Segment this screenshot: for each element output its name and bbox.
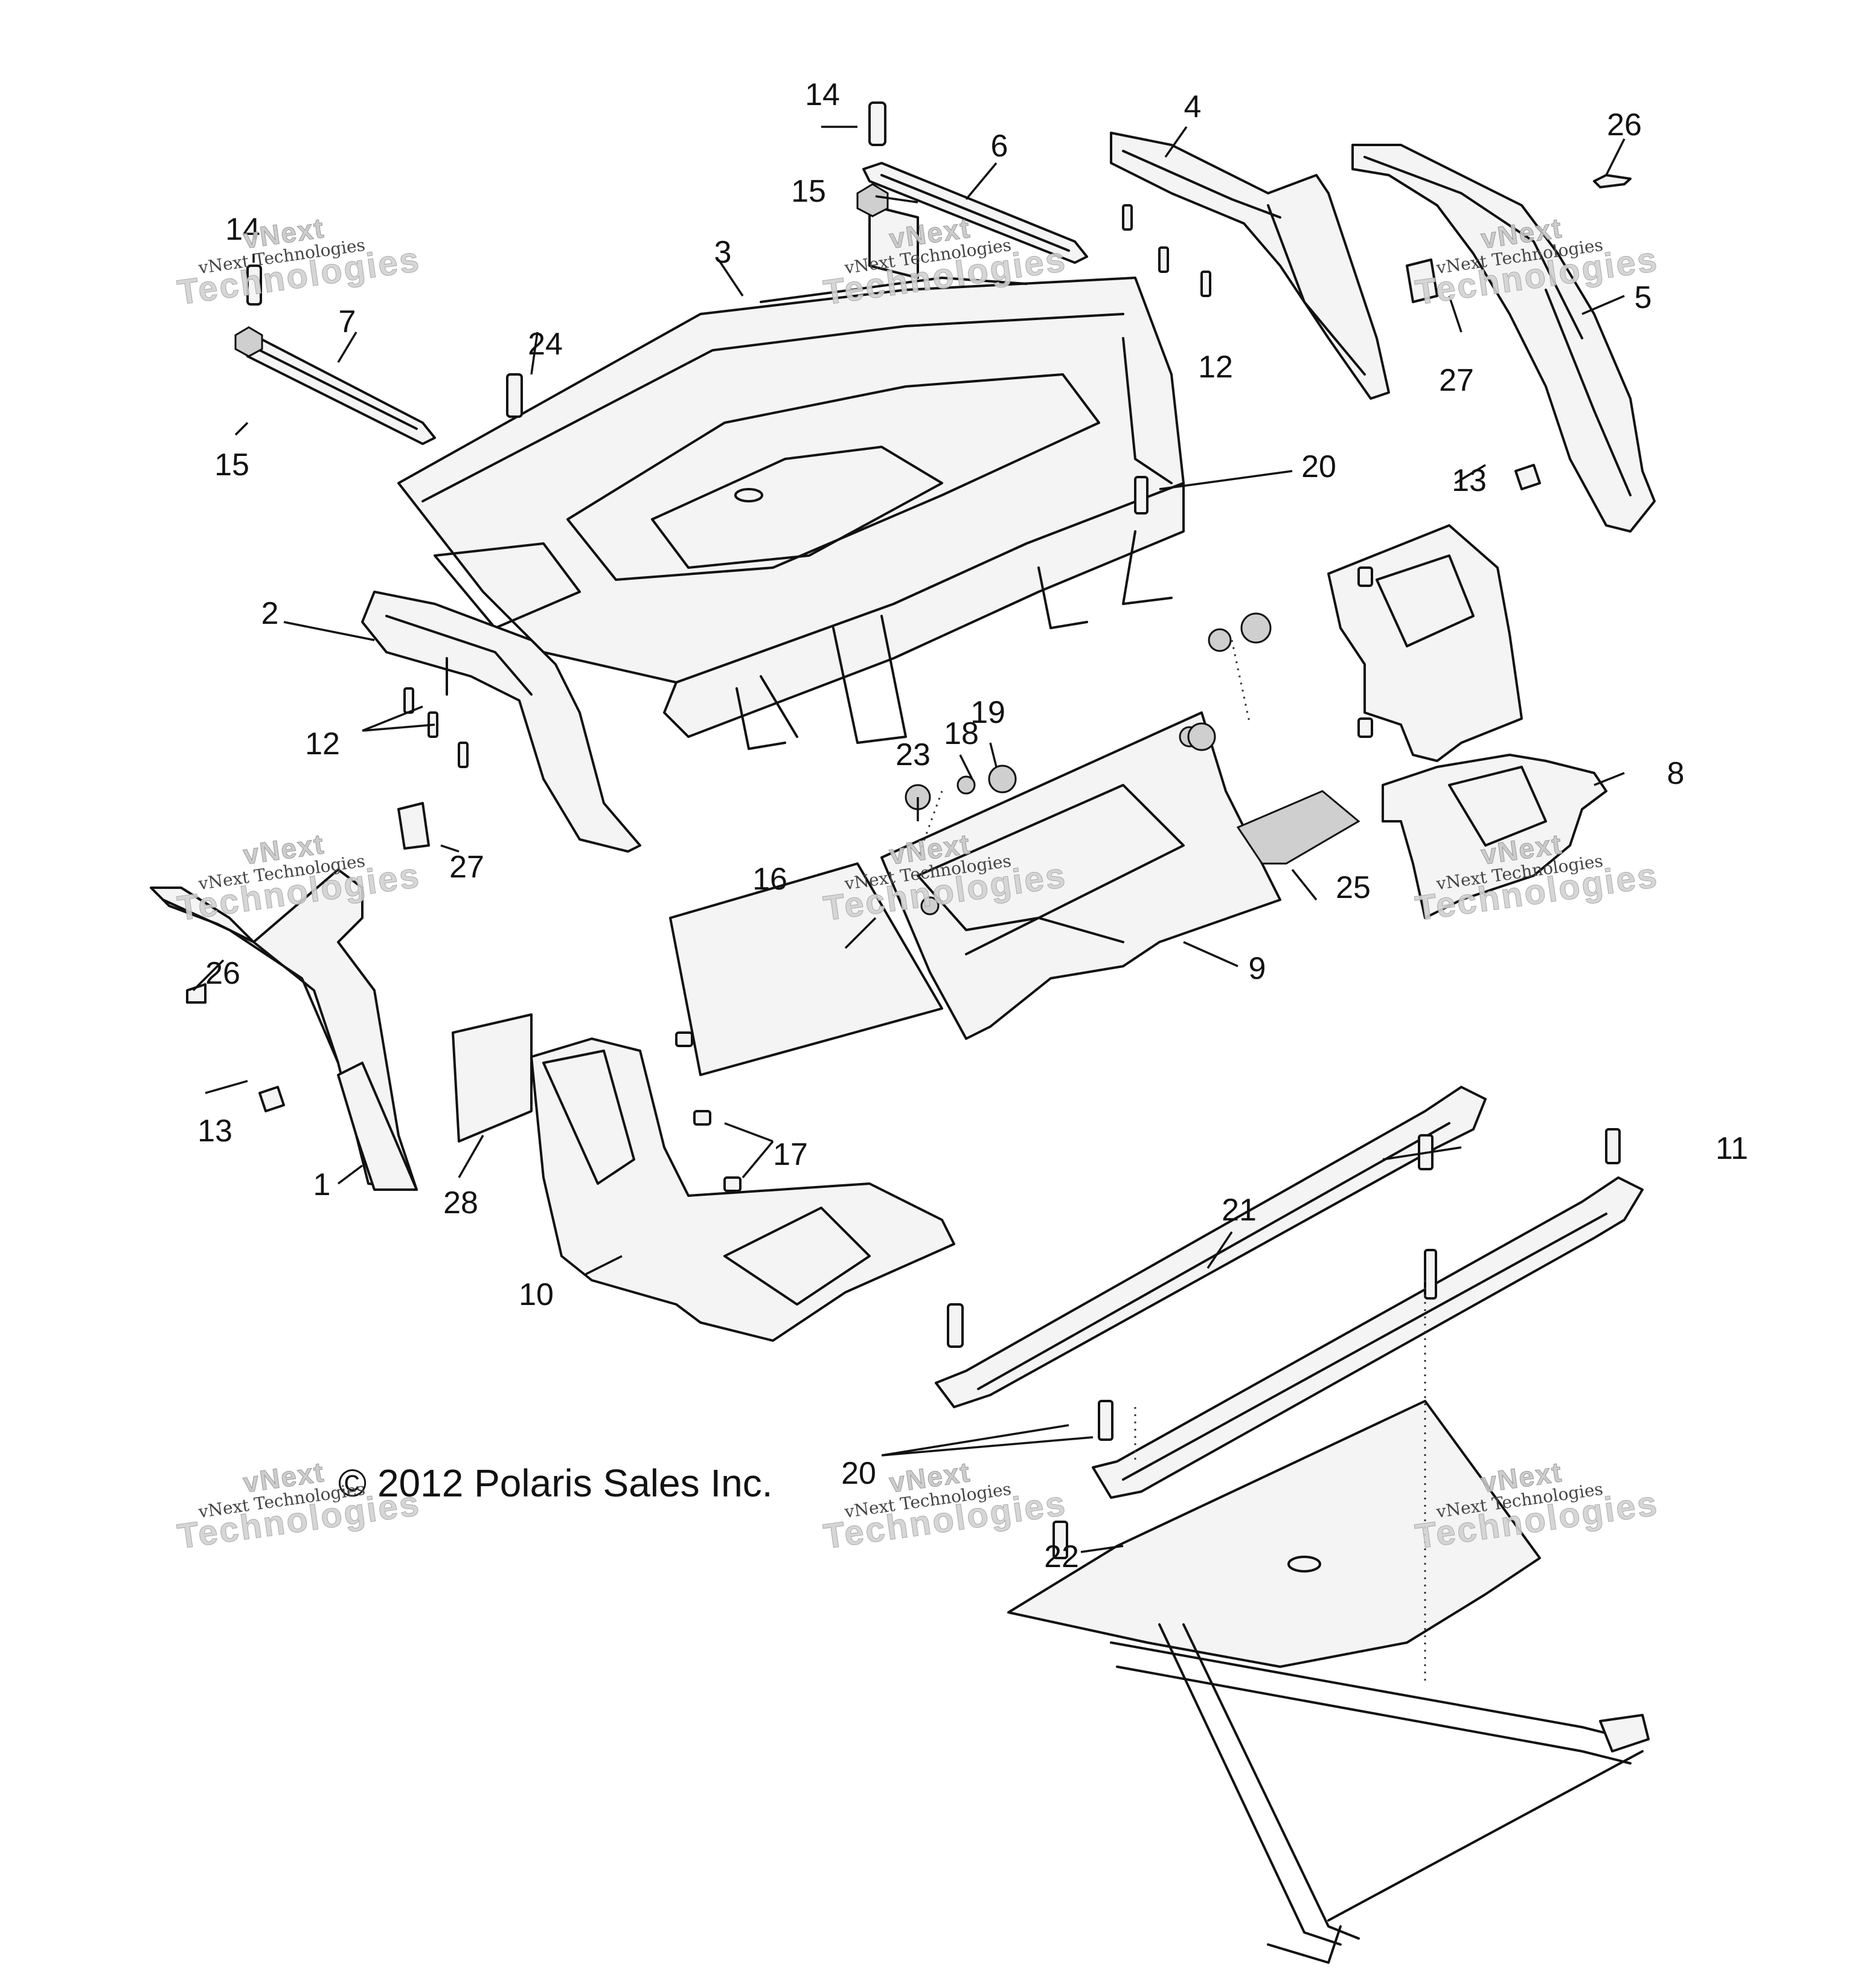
part-4-right-upper-panel xyxy=(1110,132,1390,400)
part-1-left-fender xyxy=(150,868,418,1191)
part-22-floor-panel xyxy=(1007,1400,1541,1668)
callout-5: 5 xyxy=(1634,280,1652,315)
callout-15-left: 15 xyxy=(214,447,249,483)
callout-4: 4 xyxy=(1184,89,1202,124)
copyright-notice: © 2012 Polaris Sales Inc. xyxy=(338,1461,773,1505)
callout-17: 17 xyxy=(773,1137,808,1172)
callout-24: 24 xyxy=(528,327,563,362)
callout-9: 9 xyxy=(1248,951,1266,986)
callout-3: 3 xyxy=(714,235,732,270)
callout-25: 25 xyxy=(1336,870,1371,905)
callout-18: 18 xyxy=(944,716,979,751)
callout-6: 6 xyxy=(990,129,1008,164)
callout-23: 23 xyxy=(895,737,931,772)
callout-28: 28 xyxy=(443,1185,478,1220)
callout-8: 8 xyxy=(1667,756,1685,791)
part-16-flat-panel xyxy=(669,862,943,1076)
callout-12-upper: 12 xyxy=(1198,350,1233,385)
leader-lines xyxy=(192,126,1626,1553)
part-6-upper-rail xyxy=(862,162,1088,264)
callout-14-top: 14 xyxy=(805,77,840,112)
fasteners xyxy=(186,101,1632,1559)
callout-7: 7 xyxy=(338,304,356,339)
part-2-left-side-panel xyxy=(361,591,641,853)
part-25-pad xyxy=(1236,790,1360,865)
rear-frame-crossmember xyxy=(1110,1623,1650,1964)
part-28-label xyxy=(452,1013,533,1143)
callout-21: 21 xyxy=(1222,1193,1257,1228)
callout-1: 1 xyxy=(313,1167,331,1202)
callout-12-lower: 12 xyxy=(305,726,340,762)
callout-15-top: 15 xyxy=(791,174,826,209)
callout-14-left: 14 xyxy=(225,212,260,247)
part-5-right-fender xyxy=(1351,144,1656,533)
callout-26-left: 26 xyxy=(205,956,240,991)
part-7-left-rail xyxy=(240,334,436,445)
callout-26-right: 26 xyxy=(1607,107,1642,143)
part-3-cargo-box xyxy=(397,204,1185,750)
callout-22: 22 xyxy=(1044,1539,1079,1574)
part-8-right-storage-box xyxy=(1327,524,1607,919)
callout-19: 19 xyxy=(970,695,1005,730)
part-11-rail-front xyxy=(935,1086,1487,1408)
callout-20-upper: 20 xyxy=(1301,449,1336,484)
part-11-rail-rear xyxy=(1092,1176,1644,1499)
callout-16: 16 xyxy=(752,862,787,897)
callout-13-right: 13 xyxy=(1452,463,1487,498)
assembly-lines xyxy=(917,640,1426,1685)
callout-10: 10 xyxy=(519,1277,554,1312)
part-10-lower-panel xyxy=(530,1037,955,1342)
callout-27-right: 27 xyxy=(1439,363,1474,398)
callout-11: 11 xyxy=(1716,1131,1748,1166)
callout-2: 2 xyxy=(261,596,279,631)
part-9-center-tray xyxy=(880,711,1281,1040)
callout-27-left: 27 xyxy=(449,850,484,885)
callout-20-lower: 20 xyxy=(841,1456,876,1491)
callout-13-left: 13 xyxy=(197,1114,232,1149)
